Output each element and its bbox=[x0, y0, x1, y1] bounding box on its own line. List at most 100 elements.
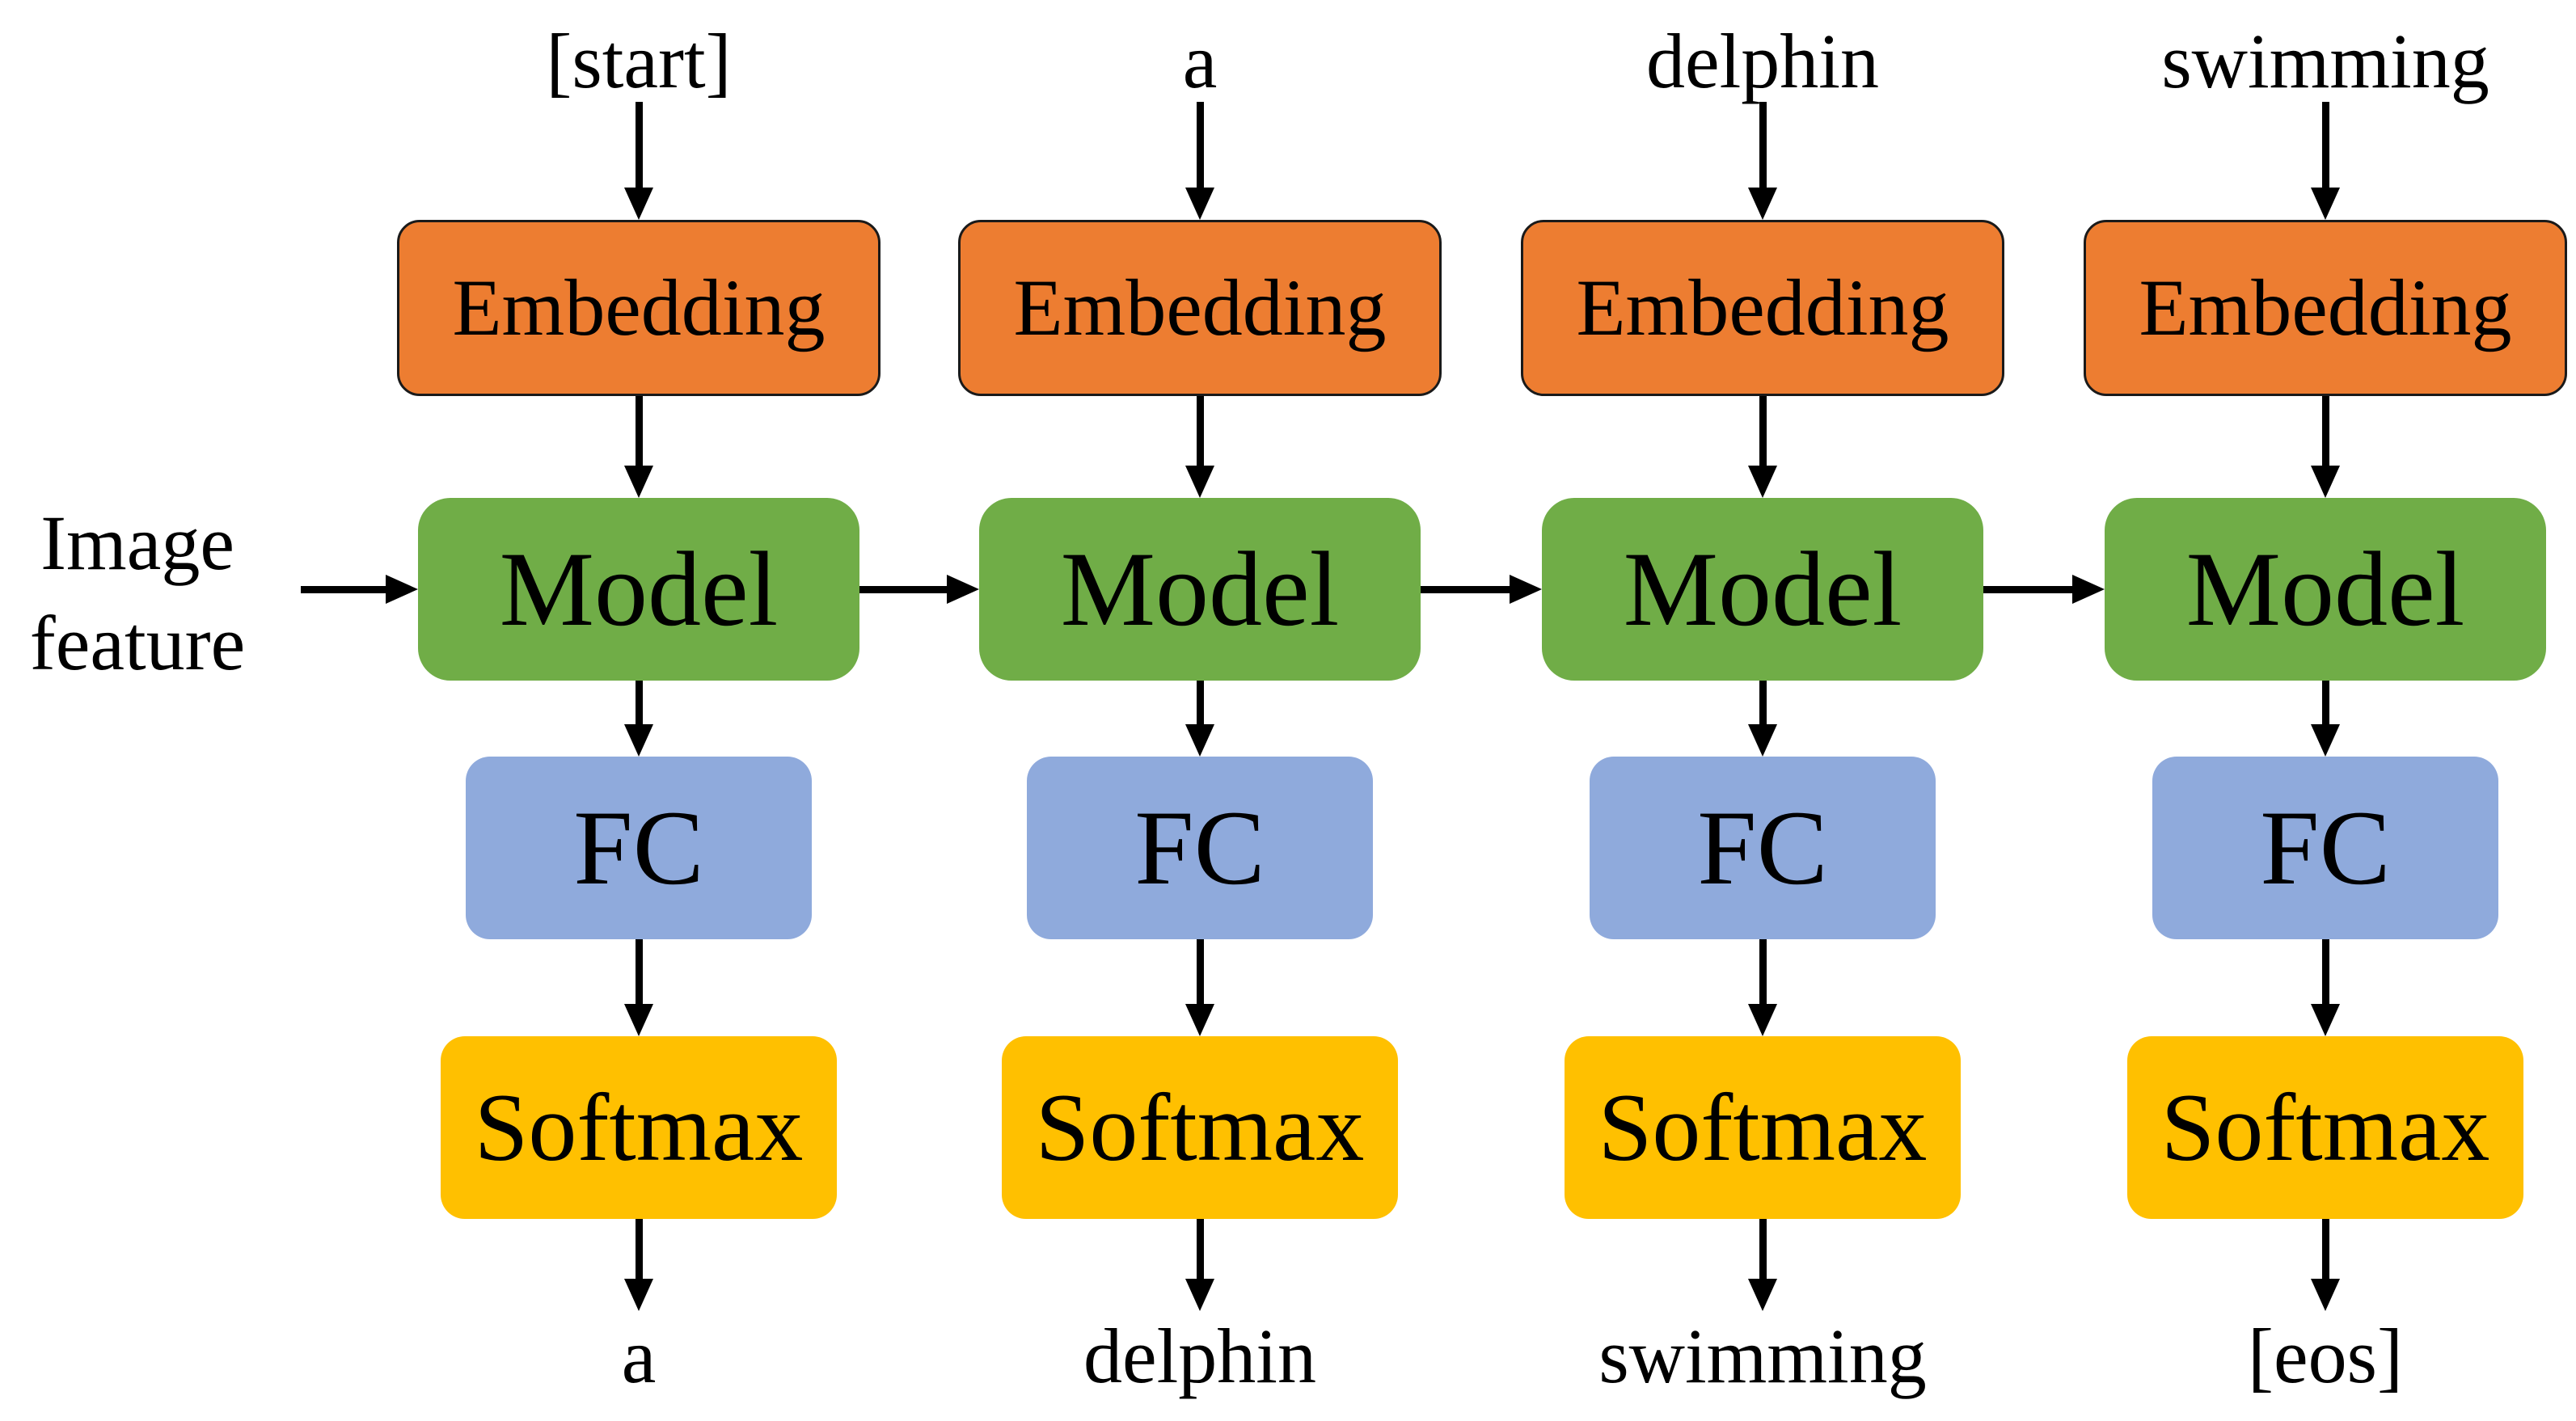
arrow-input-to-embedding-2 bbox=[1185, 102, 1214, 220]
arrow-embedding-to-model-3-shaft bbox=[1759, 396, 1767, 469]
arrow-embedding-to-model-1 bbox=[624, 396, 653, 498]
arrow-embedding-to-model-4-head bbox=[2311, 466, 2340, 498]
arrow-softmax-to-output-4 bbox=[2311, 1219, 2340, 1311]
arrow-model-to-fc-1-head bbox=[624, 724, 653, 757]
fc-box-3: FC bbox=[1590, 757, 1936, 939]
arrow-input-to-embedding-4 bbox=[2311, 102, 2340, 220]
arrow-input-to-embedding-1-head bbox=[624, 188, 653, 220]
arrow-model-to-fc-3-head bbox=[1748, 724, 1777, 757]
arrow-model-to-fc-1-shaft bbox=[636, 681, 643, 727]
arrow-fc-to-softmax-1-shaft bbox=[636, 939, 643, 1007]
arrow-input-to-embedding-1-shaft bbox=[636, 102, 643, 191]
arrow-input-to-embedding-3 bbox=[1748, 102, 1777, 220]
arrow-fc-to-softmax-1-head bbox=[624, 1004, 653, 1036]
arrow-input-to-embedding-2-shaft bbox=[1197, 102, 1204, 191]
arrow-embedding-to-model-2-shaft bbox=[1197, 396, 1204, 469]
arrow-fc-to-softmax-2 bbox=[1185, 939, 1214, 1036]
softmax-box-4: Softmax bbox=[2127, 1036, 2523, 1219]
arrow-model-3-to-model-4-head bbox=[2072, 575, 2105, 604]
input-word-2: a bbox=[1182, 18, 1218, 104]
image-feature-label-line2: feature bbox=[29, 600, 246, 686]
arrow-fc-to-softmax-1 bbox=[624, 939, 653, 1036]
image-feature-label: Image feature bbox=[8, 493, 267, 694]
arrow-softmax-to-output-4-head bbox=[2311, 1279, 2340, 1311]
arrow-embedding-to-model-4 bbox=[2311, 396, 2340, 498]
arrow-model-to-fc-3 bbox=[1748, 681, 1777, 757]
arrow-softmax-to-output-3-shaft bbox=[1759, 1219, 1767, 1282]
arrow-fc-to-softmax-3-shaft bbox=[1759, 939, 1767, 1007]
fc-box-2: FC bbox=[1027, 757, 1373, 939]
arrow-fc-to-softmax-2-head bbox=[1185, 1004, 1214, 1036]
output-word-1: a bbox=[621, 1313, 657, 1399]
input-word-4: swimming bbox=[2161, 18, 2489, 104]
arrow-input-to-embedding-3-shaft bbox=[1759, 102, 1767, 191]
arrow-fc-to-softmax-4-shaft bbox=[2322, 939, 2329, 1007]
softmax-box-1: Softmax bbox=[441, 1036, 837, 1219]
arrow-embedding-to-model-1-shaft bbox=[636, 396, 643, 469]
embedding-box-3: Embedding bbox=[1521, 220, 2004, 396]
arrow-softmax-to-output-3 bbox=[1748, 1219, 1777, 1311]
arrow-model-2-to-model-3 bbox=[1421, 575, 1542, 604]
arrow-image-feature-to-model-1-head bbox=[386, 575, 418, 604]
arrow-model-1-to-model-2 bbox=[859, 575, 979, 604]
arrow-image-feature-to-model-1 bbox=[301, 575, 418, 604]
arrow-input-to-embedding-3-head bbox=[1748, 188, 1777, 220]
input-word-3: delphin bbox=[1646, 18, 1879, 104]
arrow-model-3-to-model-4-shaft bbox=[1983, 586, 2076, 593]
arrow-embedding-to-model-1-head bbox=[624, 466, 653, 498]
arrow-model-3-to-model-4 bbox=[1983, 575, 2105, 604]
arrow-model-to-fc-4-shaft bbox=[2322, 681, 2329, 727]
arrow-fc-to-softmax-4-head bbox=[2311, 1004, 2340, 1036]
arrow-input-to-embedding-4-head bbox=[2311, 188, 2340, 220]
arrow-softmax-to-output-1-shaft bbox=[636, 1219, 643, 1282]
arrow-fc-to-softmax-3 bbox=[1748, 939, 1777, 1036]
arrow-softmax-to-output-3-head bbox=[1748, 1279, 1777, 1311]
model-box-3: Model bbox=[1542, 498, 1983, 681]
output-word-2: delphin bbox=[1083, 1313, 1316, 1399]
arrow-fc-to-softmax-4 bbox=[2311, 939, 2340, 1036]
arrow-softmax-to-output-2-head bbox=[1185, 1279, 1214, 1311]
arrow-model-1-to-model-2-shaft bbox=[859, 586, 950, 593]
arrow-embedding-to-model-3-head bbox=[1748, 466, 1777, 498]
arrow-model-to-fc-2-head bbox=[1185, 724, 1214, 757]
model-box-2: Model bbox=[979, 498, 1421, 681]
arrow-input-to-embedding-4-shaft bbox=[2322, 102, 2329, 191]
fc-box-1: FC bbox=[466, 757, 812, 939]
arrow-softmax-to-output-2-shaft bbox=[1197, 1219, 1204, 1282]
arrow-model-to-fc-3-shaft bbox=[1759, 681, 1767, 727]
embedding-box-2: Embedding bbox=[958, 220, 1442, 396]
arrow-softmax-to-output-4-shaft bbox=[2322, 1219, 2329, 1282]
arrow-model-2-to-model-3-head bbox=[1510, 575, 1542, 604]
fc-box-4: FC bbox=[2152, 757, 2498, 939]
embedding-box-4: Embedding bbox=[2084, 220, 2567, 396]
arrow-embedding-to-model-3 bbox=[1748, 396, 1777, 498]
softmax-box-2: Softmax bbox=[1002, 1036, 1398, 1219]
softmax-box-3: Softmax bbox=[1565, 1036, 1961, 1219]
arrow-model-to-fc-1 bbox=[624, 681, 653, 757]
arrow-fc-to-softmax-2-shaft bbox=[1197, 939, 1204, 1007]
arrow-softmax-to-output-2 bbox=[1185, 1219, 1214, 1311]
arrow-model-to-fc-2-shaft bbox=[1197, 681, 1204, 727]
model-box-1: Model bbox=[418, 498, 859, 681]
output-word-4: [eos] bbox=[2248, 1313, 2403, 1399]
arrow-embedding-to-model-2-head bbox=[1185, 466, 1214, 498]
embedding-box-1: Embedding bbox=[397, 220, 880, 396]
input-word-1: [start] bbox=[546, 18, 732, 104]
arrow-softmax-to-output-1 bbox=[624, 1219, 653, 1311]
arrow-model-1-to-model-2-head bbox=[947, 575, 979, 604]
arrow-model-2-to-model-3-shaft bbox=[1421, 586, 1513, 593]
arrow-input-to-embedding-2-head bbox=[1185, 188, 1214, 220]
arrow-model-to-fc-2 bbox=[1185, 681, 1214, 757]
arrow-input-to-embedding-1 bbox=[624, 102, 653, 220]
image-feature-label-line1: Image bbox=[40, 500, 234, 586]
arrow-fc-to-softmax-3-head bbox=[1748, 1004, 1777, 1036]
arrow-image-feature-to-model-1-shaft bbox=[301, 586, 389, 593]
arrow-model-to-fc-4 bbox=[2311, 681, 2340, 757]
arrow-softmax-to-output-1-head bbox=[624, 1279, 653, 1311]
output-word-3: swimming bbox=[1598, 1313, 1927, 1399]
arrow-embedding-to-model-4-shaft bbox=[2322, 396, 2329, 469]
arrow-model-to-fc-4-head bbox=[2311, 724, 2340, 757]
model-box-4: Model bbox=[2105, 498, 2546, 681]
arrow-embedding-to-model-2 bbox=[1185, 396, 1214, 498]
